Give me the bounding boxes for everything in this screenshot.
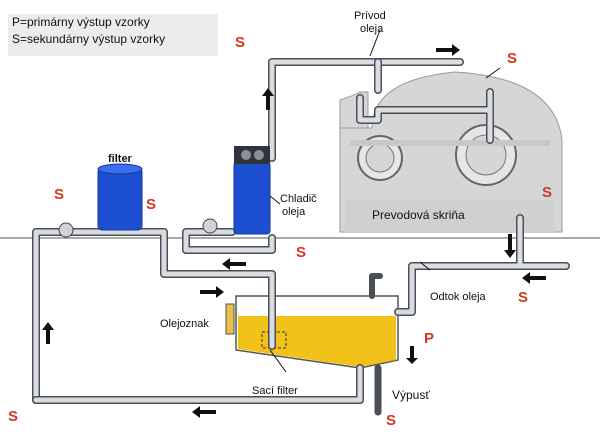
sample-point-s-return: S xyxy=(8,408,19,425)
label-oil-supply-1: Prívod xyxy=(354,10,386,22)
flow-arrows xyxy=(42,44,546,418)
pump-right xyxy=(202,218,218,234)
pipe-vent xyxy=(369,273,383,299)
sample-point-s-drain-top: S xyxy=(542,184,553,201)
label-suction-filter: Sací filter xyxy=(252,385,298,397)
sample-point-s-gearbox: S xyxy=(507,50,518,67)
label-cooler-2: oleja xyxy=(282,206,306,218)
sample-point-s-pump: S xyxy=(54,186,65,203)
pipe-cooler-loop xyxy=(182,228,276,254)
filter-unit xyxy=(97,163,143,231)
label-tank: Olejoznak xyxy=(160,318,209,330)
label-outlet: Výpusť xyxy=(392,388,430,402)
pipe-bottom-return xyxy=(32,364,364,404)
sample-point-s-outlet: S xyxy=(386,412,397,429)
sample-point-s-drain: S xyxy=(518,289,529,306)
pump-left xyxy=(58,222,74,238)
sample-point-p-primary: P xyxy=(424,330,435,347)
label-oil-drain: Odtok oleja xyxy=(430,291,486,303)
sample-point-s-cooler: S xyxy=(296,244,307,261)
label-cooler-1: Chladič xyxy=(280,193,317,205)
sample-point-s-filter: S xyxy=(146,196,157,213)
label-oil-supply-2: oleja xyxy=(360,23,384,35)
legend-primary: P=primárny výstup vzorky xyxy=(12,15,150,29)
leader-lines xyxy=(269,29,501,373)
sample-point-s-supply: S xyxy=(235,34,246,51)
legend-secondary: S=sekundárny výstup vzorky xyxy=(12,32,166,46)
oil-cooler xyxy=(233,146,271,235)
oil-tank xyxy=(225,295,399,369)
label-gearbox: Prevodová skriňa xyxy=(372,208,465,222)
label-filter: filter xyxy=(108,153,132,165)
legend-box: P=primárny výstup vzorky S=sekundárny vý… xyxy=(8,14,218,56)
